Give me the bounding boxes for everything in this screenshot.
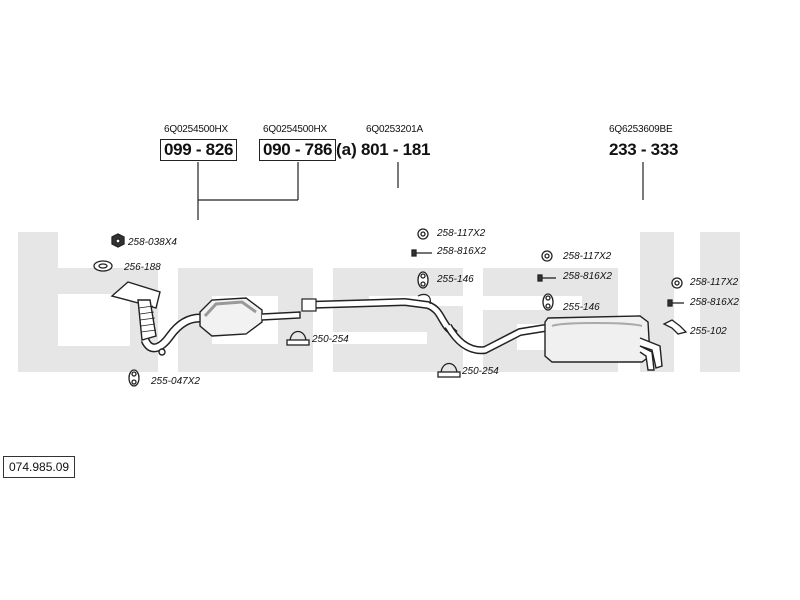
fitting-label: 255-146: [437, 274, 474, 285]
fitting-label: 258-117X2: [563, 251, 612, 262]
fitting-label: 258-117X2: [437, 228, 486, 239]
downpipe-flex-section: [110, 281, 201, 356]
part-number-box[interactable]: 099 - 826: [160, 139, 238, 161]
nut-icon: [111, 233, 125, 248]
fitting-label: 255-102: [690, 326, 727, 337]
part-number[interactable]: 801 - 181: [361, 140, 431, 159]
fitting-label: 258-117X2: [690, 277, 739, 288]
oem-ref: 6Q6253609BE: [609, 124, 673, 135]
part-number[interactable]: 233 - 333: [609, 140, 679, 159]
rubber-mount-icon: [128, 369, 140, 387]
fitting-label: 258-816X2: [437, 246, 486, 257]
bolt-icon: [667, 299, 684, 307]
ring-icon: [671, 277, 683, 289]
rear-silencer: [544, 315, 663, 371]
centre-pipe: [301, 293, 546, 355]
catalytic-converter: [199, 297, 301, 337]
ring-icon: [541, 250, 553, 262]
fitting-label: 255-047X2: [151, 376, 200, 387]
hanger-icon: [542, 293, 554, 311]
part-variant-suffix: (a): [336, 140, 357, 159]
bracket-icon: [662, 319, 688, 335]
fitting-label: 258-038X4: [128, 237, 177, 248]
hanger-icon: [417, 271, 429, 289]
leader-lines: [197, 162, 644, 220]
fitting-label: 255-146: [563, 302, 600, 313]
bolt-icon: [537, 274, 556, 282]
fitting-label: 250-254: [462, 366, 499, 377]
gasket-icon: [93, 260, 113, 272]
fitting-label: 258-816X2: [690, 297, 739, 308]
oem-ref: 6Q0254500HX: [164, 124, 228, 135]
fitting-label: 256-188: [124, 262, 161, 273]
diagram-code: 074.985.09: [3, 456, 76, 478]
part-number-box[interactable]: 090 - 786: [259, 139, 337, 161]
bolt-icon: [411, 249, 432, 257]
oem-ref: 6Q0254500HX: [263, 124, 327, 135]
ring-icon: [417, 228, 429, 240]
clamp-icon: [437, 362, 461, 378]
oem-ref: 6Q0253201A: [366, 124, 423, 135]
fitting-label: 250-254: [312, 334, 349, 345]
clamp-icon: [286, 330, 310, 346]
fitting-label: 258-816X2: [563, 271, 612, 282]
